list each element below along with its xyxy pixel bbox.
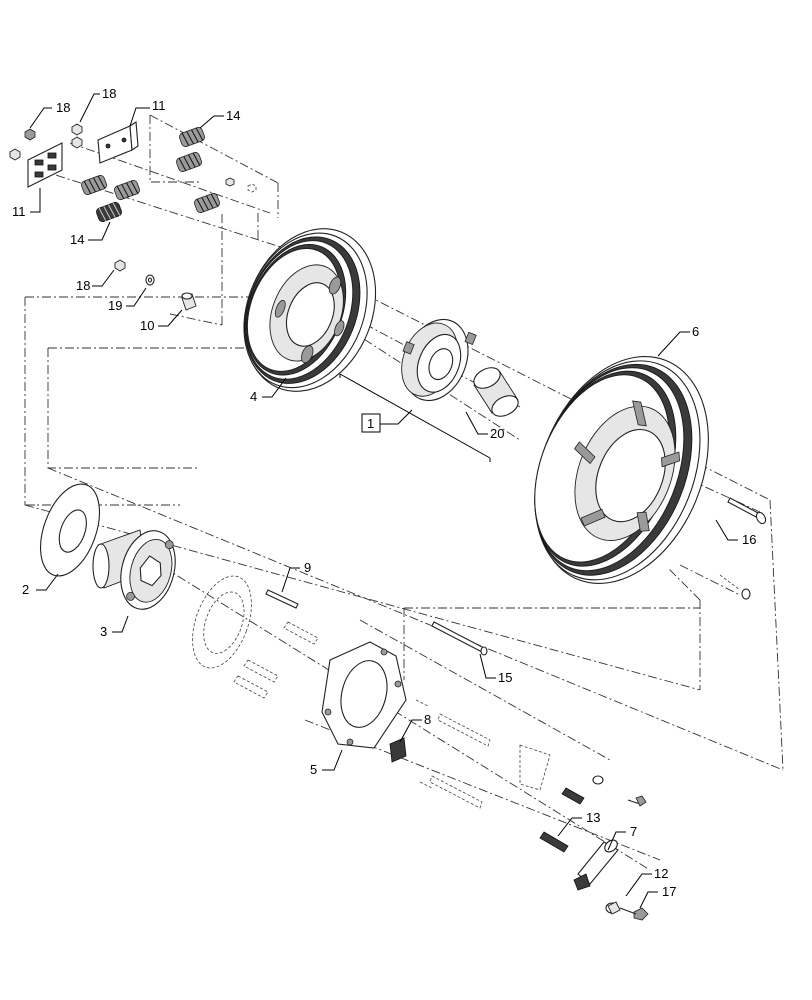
clip-8 bbox=[389, 737, 407, 763]
ghost-bolts bbox=[415, 699, 551, 809]
callout-4: 4 bbox=[250, 389, 257, 404]
friction-disc-ghost bbox=[192, 575, 252, 669]
callout-10: 10 bbox=[140, 318, 154, 333]
assembly-boundary-lines bbox=[24, 114, 784, 871]
bracket-11-left bbox=[27, 142, 63, 188]
callout-18-b: 18 bbox=[102, 86, 116, 101]
friction-disc-2 bbox=[40, 483, 100, 577]
callout-14-a: 14 bbox=[226, 108, 240, 123]
callout-20: 20 bbox=[490, 426, 504, 441]
leader-lines bbox=[29, 93, 738, 909]
spacer-10 bbox=[181, 292, 197, 311]
callout-13: 13 bbox=[586, 810, 600, 825]
pin-9 bbox=[265, 589, 299, 609]
callout-labels: 18 18 11 14 11 14 18 19 10 4 1 20 6 16 2… bbox=[12, 86, 756, 899]
nut-ghost bbox=[592, 775, 604, 785]
callout-11-b: 11 bbox=[12, 204, 26, 219]
bolt-17 bbox=[619, 795, 649, 921]
ghost-springs bbox=[233, 621, 319, 699]
bushing-12 bbox=[605, 901, 621, 915]
callout-15: 15 bbox=[498, 670, 512, 685]
bolt-16-group bbox=[719, 497, 767, 600]
callout-6: 6 bbox=[692, 324, 699, 339]
callout-7: 7 bbox=[630, 824, 637, 839]
bushing-20 bbox=[473, 367, 519, 417]
hub-flange-3 bbox=[92, 529, 176, 610]
sheave-4 bbox=[243, 228, 377, 392]
spring-13 bbox=[539, 787, 585, 853]
callout-14-b: 14 bbox=[70, 232, 84, 247]
callout-3: 3 bbox=[100, 624, 107, 639]
pressure-plate-5 bbox=[321, 641, 407, 749]
sheave-6 bbox=[534, 356, 709, 584]
callout-17: 17 bbox=[662, 884, 676, 899]
assembly-callout-box bbox=[339, 373, 491, 462]
callout-2: 2 bbox=[22, 582, 29, 597]
callout-1: 1 bbox=[367, 416, 374, 431]
rod-15 bbox=[431, 621, 488, 656]
callout-9: 9 bbox=[304, 560, 311, 575]
handle-7 bbox=[573, 839, 619, 891]
callout-5: 5 bbox=[310, 762, 317, 777]
hub-assembly-1 bbox=[401, 318, 477, 402]
callout-11-a: 11 bbox=[152, 98, 166, 113]
callout-12: 12 bbox=[654, 866, 668, 881]
nut-18-group bbox=[9, 123, 257, 272]
callout-8: 8 bbox=[424, 712, 431, 727]
callout-16: 16 bbox=[742, 532, 756, 547]
callout-18-a: 18 bbox=[56, 100, 70, 115]
callout-18-c: 18 bbox=[76, 278, 90, 293]
bracket-11-top bbox=[97, 121, 139, 164]
spring-14-group bbox=[81, 127, 220, 222]
callout-19: 19 bbox=[108, 298, 122, 313]
washer-19 bbox=[145, 274, 155, 286]
